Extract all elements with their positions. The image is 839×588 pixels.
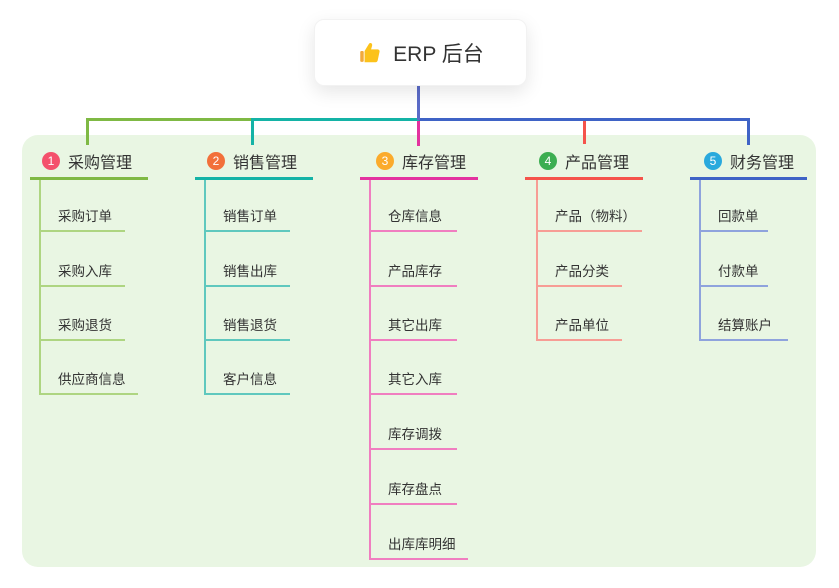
branch-title-purchase[interactable]: 1 采购管理 <box>42 150 132 172</box>
branch5-label: 财务管理 <box>730 155 795 172</box>
node-purchase-return[interactable]: 采购退货 <box>58 318 112 333</box>
node-customer-info[interactable]: 客户信息 <box>223 372 277 387</box>
branch-title-sales[interactable]: 2 销售管理 <box>207 150 297 172</box>
node-underline <box>536 230 642 232</box>
node-underline <box>204 339 290 341</box>
connector-branch5-horizontal <box>419 118 750 121</box>
node-underline <box>536 285 622 287</box>
node-settlement-account[interactable]: 结算账户 <box>718 318 772 333</box>
node-underline <box>369 339 457 341</box>
branch1-children-rail <box>39 180 41 395</box>
node-underline <box>369 448 457 450</box>
branch3-number-badge: 3 <box>376 152 394 170</box>
node-underline <box>204 285 290 287</box>
branch5-underline <box>690 177 807 180</box>
node-other-outbound[interactable]: 其它出库 <box>388 318 442 333</box>
node-underline <box>204 230 290 232</box>
node-underline <box>699 285 768 287</box>
node-product-stock[interactable]: 产品库存 <box>388 264 442 279</box>
branch1-underline <box>30 177 148 180</box>
node-warehouse-info[interactable]: 仓库信息 <box>388 209 442 224</box>
node-sales-outbound[interactable]: 销售出库 <box>223 264 277 279</box>
root-node-erp[interactable]: ERP 后台 <box>314 19 527 86</box>
node-underline <box>39 339 125 341</box>
node-underline <box>39 393 138 395</box>
connector-branch3-drop <box>417 120 420 146</box>
branch4-underline <box>525 177 643 180</box>
node-sales-return[interactable]: 销售退货 <box>223 318 277 333</box>
branch3-underline <box>360 177 478 180</box>
branch4-children-rail <box>536 180 538 341</box>
node-underline <box>39 285 125 287</box>
connector-branch5-drop <box>747 118 750 145</box>
mindmap-background-panel <box>22 135 816 567</box>
branch3-children-rail <box>369 180 371 560</box>
node-supplier-info[interactable]: 供应商信息 <box>58 372 126 387</box>
node-payment-bill[interactable]: 付款单 <box>718 264 759 279</box>
node-underline <box>369 393 457 395</box>
branch5-number-badge: 5 <box>704 152 722 170</box>
branch-title-product[interactable]: 4 产品管理 <box>539 150 629 172</box>
branch1-label: 采购管理 <box>68 155 133 172</box>
branch5-children-rail <box>699 180 701 341</box>
thumbs-up-icon <box>357 40 383 66</box>
node-underline <box>369 230 457 232</box>
branch-title-inventory[interactable]: 3 库存管理 <box>376 150 466 172</box>
connector-root-vertical <box>417 84 420 120</box>
node-underline <box>369 558 468 560</box>
node-product-material[interactable]: 产品（物料） <box>555 209 636 224</box>
branch2-label: 销售管理 <box>233 155 298 172</box>
root-node-label: ERP 后台 <box>393 42 484 66</box>
branch3-label: 库存管理 <box>402 155 467 172</box>
connector-branch1-drop <box>86 118 89 145</box>
branch4-label: 产品管理 <box>565 155 630 172</box>
branch2-underline <box>195 177 313 180</box>
node-product-unit[interactable]: 产品单位 <box>555 318 609 333</box>
branch4-number-badge: 4 <box>539 152 557 170</box>
node-inout-detail[interactable]: 出库库明细 <box>388 537 456 552</box>
connector-branch2-horizontal <box>251 118 420 121</box>
branch-title-finance[interactable]: 5 财务管理 <box>704 150 794 172</box>
node-purchase-inbound[interactable]: 采购入库 <box>58 264 112 279</box>
branch2-children-rail <box>204 180 206 395</box>
connector-branch2-drop <box>251 118 254 145</box>
node-underline <box>699 339 788 341</box>
node-purchase-order[interactable]: 采购订单 <box>58 209 112 224</box>
node-sales-order[interactable]: 销售订单 <box>223 209 277 224</box>
node-product-category[interactable]: 产品分类 <box>555 264 609 279</box>
node-underline <box>536 339 622 341</box>
branch2-number-badge: 2 <box>207 152 225 170</box>
node-underline <box>369 285 457 287</box>
connector-branch4-drop <box>583 120 586 144</box>
node-receipt-bill[interactable]: 回款单 <box>718 209 759 224</box>
node-other-inbound[interactable]: 其它入库 <box>388 372 442 387</box>
node-stock-transfer[interactable]: 库存调拨 <box>388 427 442 442</box>
node-stock-count[interactable]: 库存盘点 <box>388 482 442 497</box>
node-underline <box>699 230 768 232</box>
branch1-number-badge: 1 <box>42 152 60 170</box>
node-underline <box>369 503 457 505</box>
node-underline <box>39 230 125 232</box>
node-underline <box>204 393 290 395</box>
